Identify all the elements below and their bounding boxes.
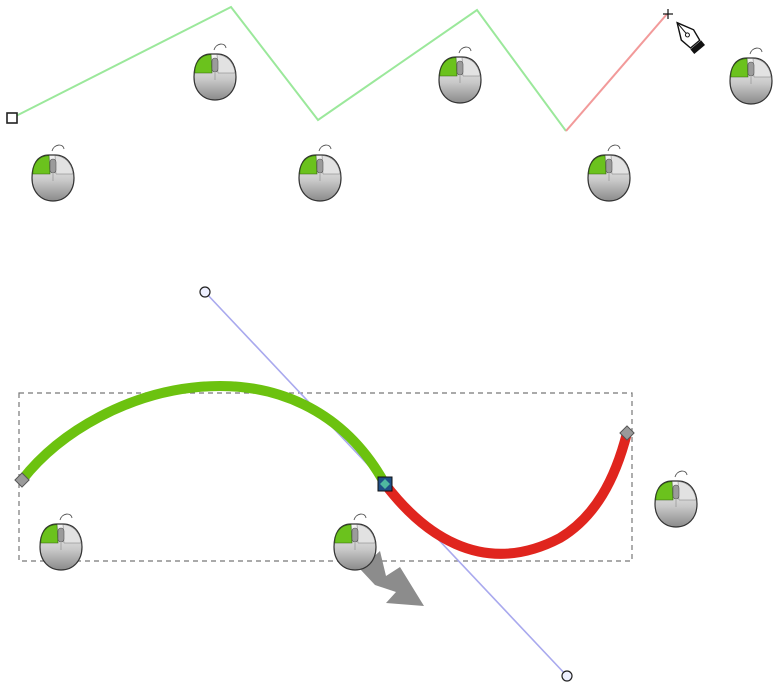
circle-handle-icon[interactable] — [561, 670, 573, 682]
square-node-icon[interactable] — [6, 112, 18, 124]
mouse-left-click-icon — [438, 46, 482, 104]
bezier-panel — [14, 286, 698, 682]
pen-tool-cursor-icon — [663, 9, 706, 54]
preview-segment — [565, 13, 668, 132]
mouse-left-click-icon — [31, 144, 75, 202]
diamond-node-icon[interactable] — [14, 472, 30, 488]
mouse-left-click-icon — [333, 513, 377, 571]
circle-handle-icon[interactable] — [199, 286, 211, 298]
mouse-left-click-icon — [654, 470, 698, 528]
mouse-left-click-icon — [193, 43, 237, 101]
mouse-left-click-icon — [729, 47, 773, 105]
selected-node-icon[interactable] — [377, 476, 393, 492]
mouse-left-click-icon — [587, 144, 631, 202]
drag-arrow-icon — [360, 551, 424, 606]
diamond-node-icon[interactable] — [619, 425, 635, 441]
committed-polyline — [11, 5, 567, 132]
preview-curve — [381, 431, 632, 559]
polyline-panel — [6, 5, 773, 202]
mouse-left-click-icon — [39, 513, 83, 571]
mouse-left-click-icon — [298, 144, 342, 202]
committed-curve — [18, 381, 390, 487]
